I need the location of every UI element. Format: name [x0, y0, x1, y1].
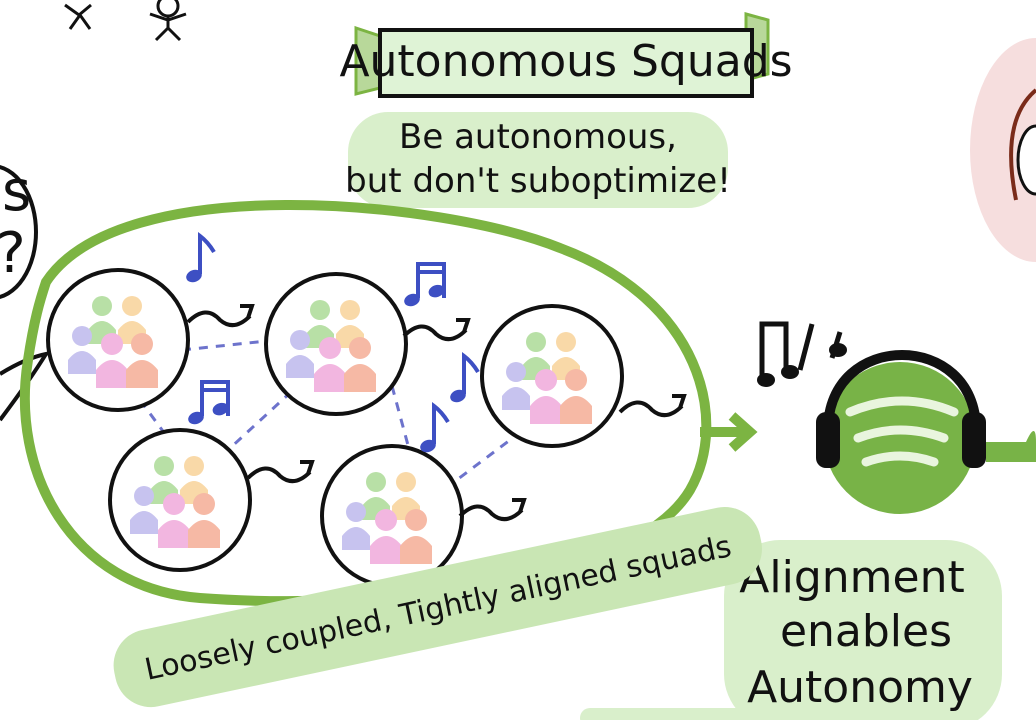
bottom-highlight	[580, 708, 840, 720]
squad-3	[480, 304, 686, 448]
right-edge-figure	[1009, 88, 1036, 201]
alignment-line1: Alignment	[739, 552, 964, 603]
right-edge-figure	[1016, 124, 1036, 196]
headphones-icon	[816, 350, 1036, 514]
title-banner: Autonomous Squads	[339, 12, 793, 98]
alignment-line2: enables	[780, 606, 952, 657]
subtitle-line2: but don't suboptimize!	[345, 161, 731, 201]
left-speech-bubble: s ?	[0, 159, 51, 422]
squad-4	[108, 428, 314, 572]
left-bubble-line2: ?	[0, 221, 26, 286]
left-bubble-line1: s	[2, 159, 31, 224]
spotify-logo-icon	[824, 362, 976, 514]
alignment-callout: Alignment enables Autonomy	[724, 540, 1002, 720]
loop-output-arrow	[700, 412, 758, 452]
subtitle-line1: Be autonomous,	[399, 117, 677, 157]
stick-figures	[64, 0, 187, 42]
banner-title: Autonomous Squads	[339, 36, 792, 87]
right-edge-glow	[970, 38, 1036, 262]
alignment-line3: Autonomy	[747, 662, 973, 713]
black-music-notes	[757, 321, 847, 387]
subtitle-callout: Be autonomous, but don't suboptimize!	[345, 112, 731, 208]
